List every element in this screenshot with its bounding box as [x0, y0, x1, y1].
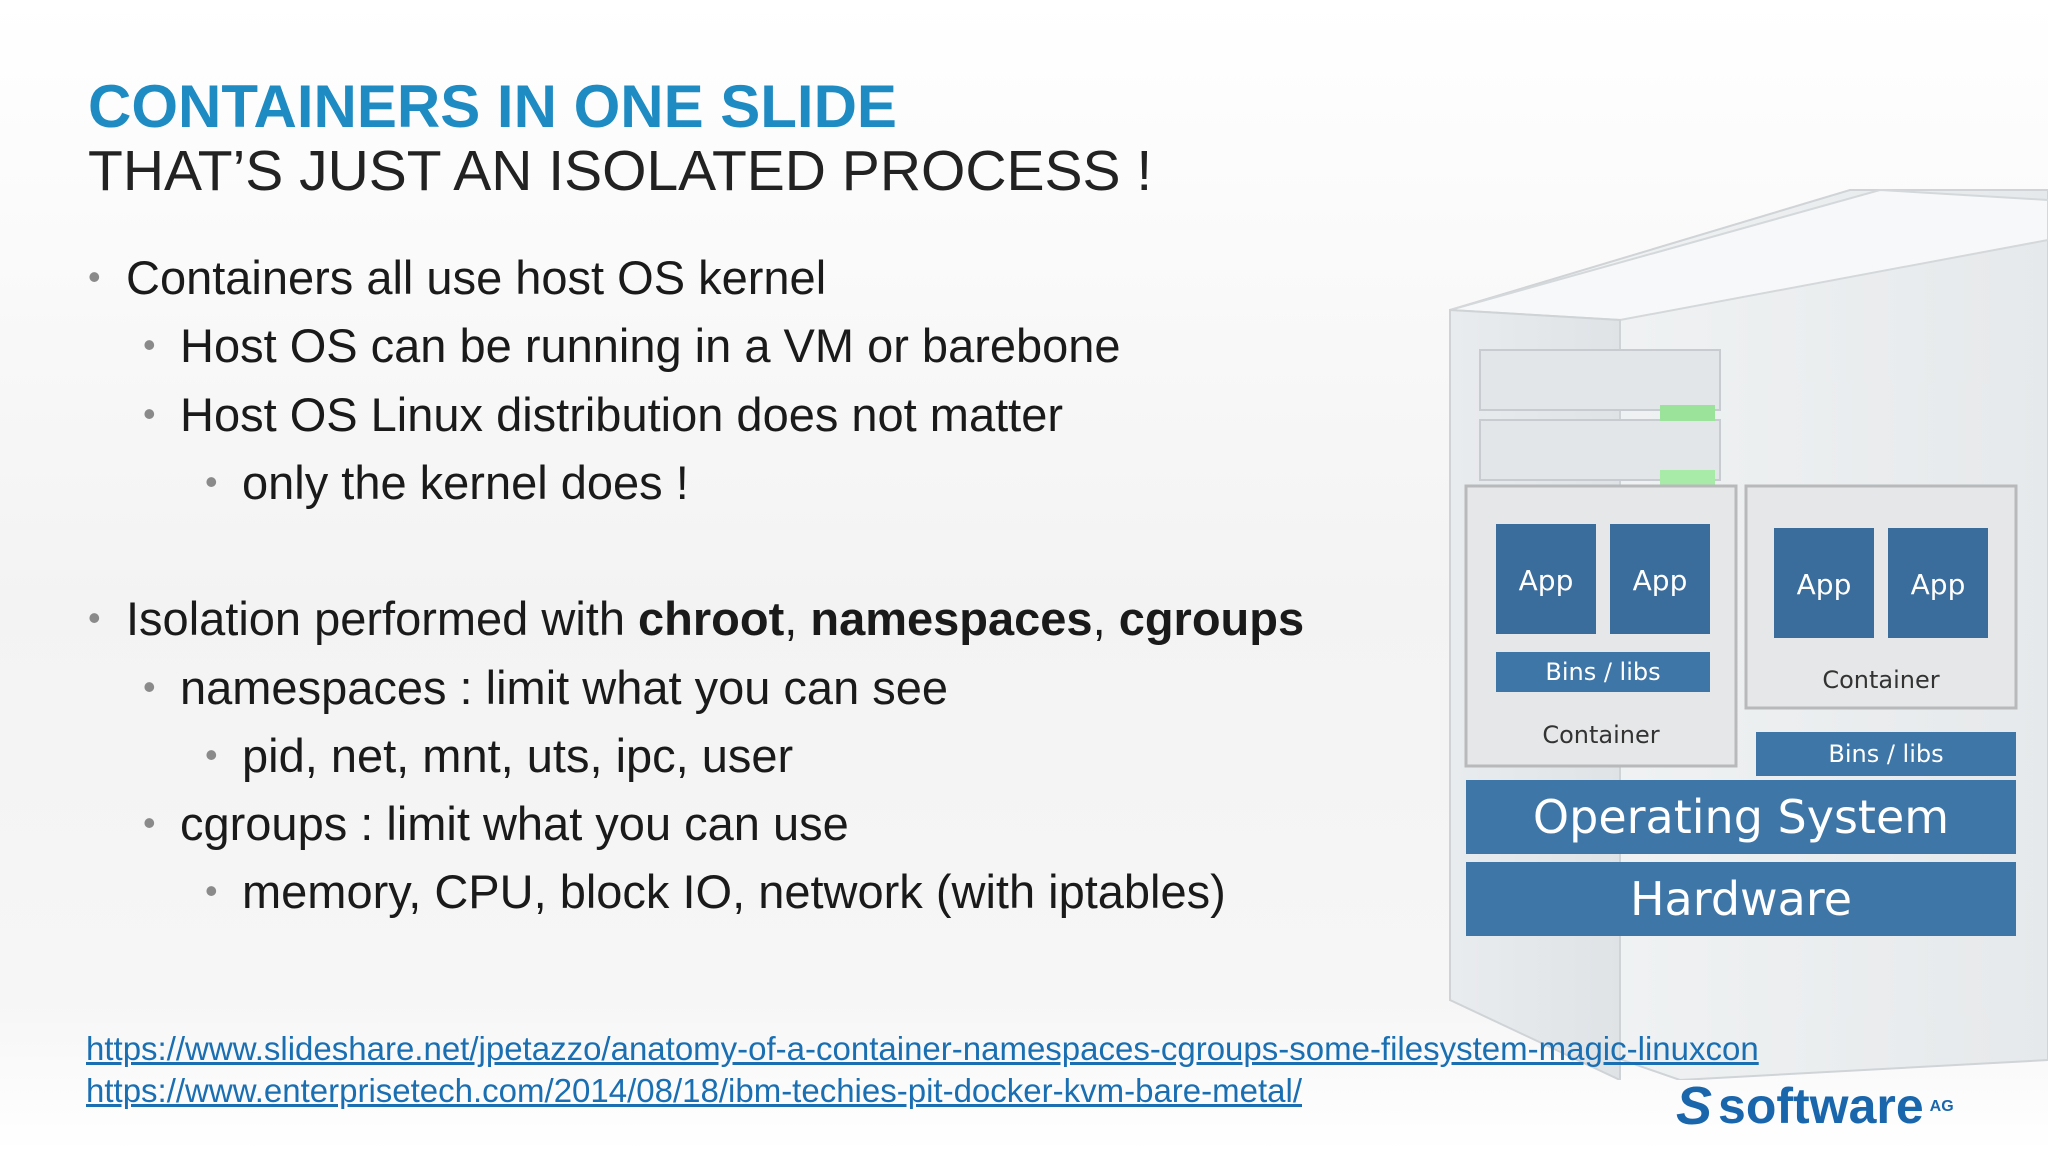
- app-label: App: [1518, 564, 1574, 597]
- logo-text: software: [1718, 1078, 1924, 1134]
- slide-subtitle: THAT’S JUST AN ISOLATED PROCESS !: [88, 139, 1153, 203]
- app-label: App: [1796, 568, 1852, 601]
- bullet-2-2: cgroups : limit what you can use: [180, 797, 849, 850]
- separator: ,: [1092, 592, 1119, 645]
- bullet-dot: •: [88, 597, 101, 638]
- bullet-1-1: Host OS can be running in a VM or barebo…: [180, 319, 1121, 372]
- bullet-dot: •: [205, 870, 218, 911]
- logo-mark-icon: S: [1676, 1076, 1713, 1136]
- bullet-dot: •: [143, 324, 156, 365]
- bullet-dot: •: [143, 666, 156, 707]
- bullet-1: Containers all use host OS kernel: [126, 251, 827, 304]
- reference-link-slideshare[interactable]: https://www.slideshare.net/jpetazzo/anat…: [86, 1030, 1759, 1067]
- keyword-chroot: chroot: [638, 592, 785, 645]
- container-diagram: App App App App Bins / libs Bins / libs …: [1420, 180, 2048, 1080]
- bullet-dot: •: [88, 256, 101, 297]
- server-illustration: [1449, 188, 2048, 1080]
- bullet-2-1: namespaces : limit what you can see: [180, 661, 949, 714]
- bullet-dot: •: [205, 461, 218, 502]
- bullet-2-prefix: Isolation performed with: [126, 592, 639, 645]
- slide-title: CONTAINERS IN ONE SLIDE: [88, 73, 897, 140]
- app-label: App: [1632, 564, 1688, 597]
- bullet-1-2-1: only the kernel does !: [242, 456, 689, 509]
- separator: ,: [784, 592, 811, 645]
- bins-libs-label: Bins / libs: [1828, 740, 1944, 768]
- hardware-label: Hardware: [1629, 872, 1853, 926]
- bullet-dot: •: [143, 802, 156, 843]
- logo-suffix: AG: [1929, 1098, 1954, 1115]
- keyword-namespaces: namespaces: [810, 592, 1093, 645]
- reference-link-enterprisetech[interactable]: https://www.enterprisetech.com/2014/08/1…: [86, 1072, 1302, 1109]
- app-label: App: [1910, 568, 1966, 601]
- bullet-2-2-1: memory, CPU, block IO, network (with ipt…: [242, 865, 1226, 918]
- keyword-cgroups: cgroups: [1118, 592, 1305, 645]
- software-ag-logo: S software AG: [1676, 1078, 1954, 1134]
- bullet-dot: •: [143, 393, 156, 434]
- operating-system-label: Operating System: [1532, 790, 1950, 844]
- bins-libs-label: Bins / libs: [1545, 658, 1661, 686]
- bullet-1-2: Host OS Linux distribution does not matt…: [180, 388, 1063, 441]
- container-label: Container: [1822, 666, 1940, 694]
- bullet-2: Isolation performed with chroot, namespa…: [126, 591, 1304, 646]
- container-label: Container: [1542, 721, 1660, 749]
- bullet-2-1-1: pid, net, mnt, uts, ipc, user: [242, 729, 794, 782]
- bullet-dot: •: [205, 734, 218, 775]
- reference-links: https://www.slideshare.net/jpetazzo/anat…: [86, 1028, 1759, 1112]
